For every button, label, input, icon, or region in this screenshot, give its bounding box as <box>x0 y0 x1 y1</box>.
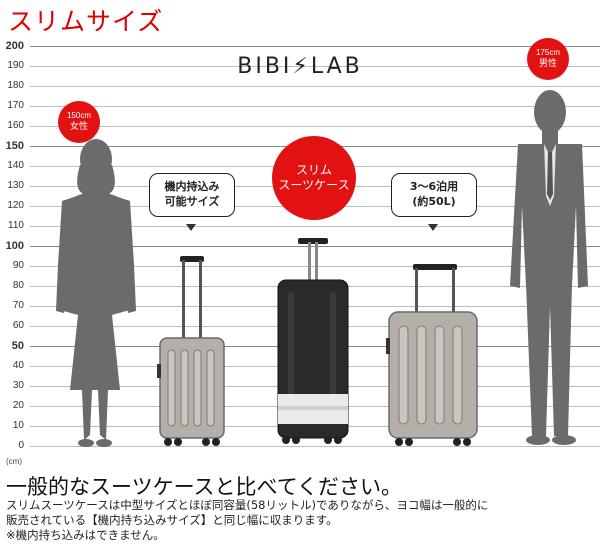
woman-silhouette-icon <box>56 139 136 447</box>
scale-tick-label: 130 <box>7 180 24 191</box>
scale-tick-label: 10 <box>12 420 24 431</box>
slim-badge-line2: スーツケース <box>278 178 350 192</box>
scale-gridline <box>30 226 600 227</box>
slim-suitcase-badge: スリム スーツケース <box>272 136 356 220</box>
scale-tick-label: 40 <box>12 360 24 371</box>
scale-tick-label: 200 <box>5 40 24 52</box>
scale-tick-label: 30 <box>12 380 24 391</box>
scale-tick-label: 100 <box>5 240 24 252</box>
scale-gridline <box>30 86 600 87</box>
scale-tick-label: 110 <box>8 220 24 231</box>
scale-tick-label: 80 <box>12 280 24 291</box>
scale-tick-label: 190 <box>7 60 24 71</box>
scale-tick-label: 70 <box>12 300 24 311</box>
scale-gridline <box>30 446 600 447</box>
woman-height-label: 女性 <box>69 121 88 132</box>
scale-tick-label: 50 <box>11 340 24 352</box>
scale-tick-label: 0 <box>18 440 24 451</box>
medium-suitcase-icon <box>386 264 478 446</box>
scale-tick-label: 60 <box>12 320 24 331</box>
comparison-heading: 一般的なスーツケースと比べてください。 <box>6 475 403 499</box>
slim-badge-line1: スリム <box>295 163 332 177</box>
woman-height-badge: 150cm 女性 <box>58 101 100 143</box>
scale-tick-label: 20 <box>12 400 24 411</box>
scale-gridline <box>30 66 600 67</box>
man-height-label: 男性 <box>538 58 557 69</box>
scale-tick-label: 170 <box>7 100 24 111</box>
scale-tick-label: 150 <box>5 140 24 152</box>
scale-unit: (cm) <box>6 457 22 466</box>
carry-on-suitcase-icon <box>157 256 225 446</box>
scale-tick-label: 90 <box>12 260 24 271</box>
slim-suitcase-icon <box>277 238 349 444</box>
scale-tick-label: 180 <box>7 80 24 91</box>
medium-line1: 3～6泊用 <box>409 180 459 194</box>
woman-height-value: 150cm <box>66 111 91 121</box>
scale-gridline <box>30 46 600 47</box>
description-line-1: スリムスーツケースは中型サイズとほぼ同容量(58リットル)でありながら、ヨコ幅は… <box>6 498 489 512</box>
medium-size-callout: 3～6泊用 (約50L) <box>391 173 477 217</box>
man-height-badge: 175cm 男性 <box>527 38 569 80</box>
brand-logo: BIBI⚡LAB <box>237 54 363 79</box>
medium-line2: (約50L) <box>412 195 456 208</box>
medium-arrow-icon <box>428 224 438 231</box>
scale-tick-label: 140 <box>7 160 24 171</box>
scale-tick-label: 120 <box>7 200 24 211</box>
scale-gridline <box>30 126 600 127</box>
carry-on-callout: 機内持込み 可能サイズ <box>149 173 235 217</box>
carry-on-note: ※機内持ち込みはできません。 <box>6 528 165 542</box>
man-height-value: 175cm <box>535 48 560 58</box>
carry-on-arrow-icon <box>186 224 196 231</box>
man-silhouette-icon <box>510 90 588 445</box>
scale-tick-label: 160 <box>7 120 24 131</box>
description-line-2: 販売されている【機内持ち込みサイズ】と同じ幅に収まります。 <box>6 513 338 527</box>
carry-on-line2: 可能サイズ <box>164 195 220 208</box>
scale-gridline <box>30 106 600 107</box>
page-title: スリムサイズ <box>8 7 164 36</box>
carry-on-line1: 機内持込み <box>164 180 220 194</box>
